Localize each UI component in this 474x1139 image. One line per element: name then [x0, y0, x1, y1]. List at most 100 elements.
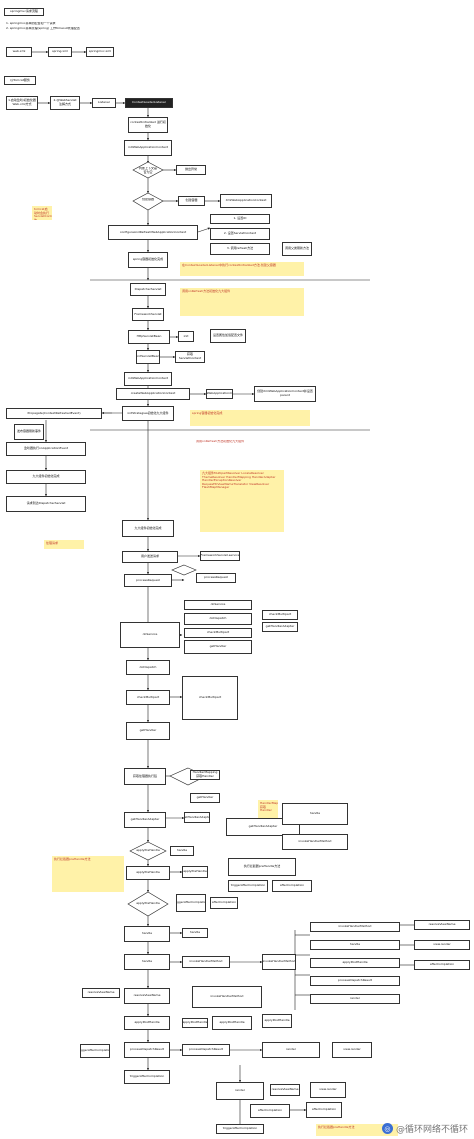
node-invoke-handler-method: invokeHandlerMethod: [262, 954, 296, 970]
node-handle: handle: [124, 926, 170, 942]
node-throw-exception: 抛出异常: [176, 165, 206, 175]
node-apply-default-view-name: resolveViewName: [124, 988, 170, 1004]
note-y8: HandlerMapping获取Handler: [258, 800, 278, 818]
node-process-dispatch-result: processDispatchResult: [124, 1042, 170, 1058]
node-get-servlet-context: 获取ServletContext: [175, 351, 205, 363]
node-return: triggerAfterCompletion: [176, 894, 206, 912]
node-init-web-context: initWebApplicationContext: [124, 140, 172, 156]
note-y1: tomcat启动时会执行ServletContainerInitializer的…: [32, 206, 52, 220]
node-init-b: 2.@WebServlet注解方式: [50, 96, 80, 110]
node-post-handle-call: applyPostHandle: [182, 1018, 208, 1028]
node-apply-post-handle: applyPostHandle: [124, 1016, 170, 1030]
node-do-service-sub-4: getHandler: [184, 640, 252, 654]
node-exception-handler: triggerAfterCompletion: [80, 1044, 110, 1058]
node-final: triggerAfterCompletion: [216, 1124, 264, 1134]
note-y2: 在ContextLoaderListener中执行contextInitiali…: [180, 262, 304, 276]
node-process-request-2: processRequest: [196, 573, 236, 583]
node-create-context: 创建容器: [178, 196, 205, 206]
node-render: render: [216, 1082, 264, 1100]
node-invoke-step-4: processDispatchResult: [310, 976, 400, 986]
node-dispatcher-servlet: DispatcherServlet: [130, 283, 166, 296]
node-left-flow-5: 请求到达DispatcherServlet: [6, 496, 86, 512]
note-y6: 处理请求: [44, 540, 84, 549]
node-create-web-app-context: createWebApplicationContext: [116, 388, 190, 400]
node-support-handle: handle: [182, 928, 208, 938]
node-init-method: init: [178, 331, 194, 342]
node-handle-internal: handle: [124, 954, 170, 970]
node-context-initialized: contextInitialized 进行初始化: [128, 117, 168, 133]
node-trigger-completion: triggerAfterCompletion: [124, 1070, 170, 1084]
node-refresh-done: spring容器初始化完成: [128, 252, 168, 268]
decision-continue: applyPreHandle: [136, 902, 160, 905]
node-locale-context: checkMultipart: [262, 610, 298, 620]
node-xml-web-context: XmlWebApplicationContext: [220, 194, 272, 208]
node-invoke-step-1: invokeHandlerMethod: [310, 922, 400, 932]
node-refresh-note: 调用父类刷新方法: [282, 242, 312, 256]
watermark: ◎ @循环网络不循环: [381, 1122, 468, 1135]
node-invoke-right-2: view.render: [414, 940, 470, 950]
node-http-servlet-bean: HttpServletBean: [128, 330, 170, 344]
node-configure-refresh: configureAndRefreshWebApplicationContext: [108, 225, 198, 240]
note-y3: spring容器初始化完成: [190, 410, 310, 426]
node-left-flow-2: 发布容器刷新事件: [14, 424, 44, 440]
node-step-refresh: 3. 调用refresh方法: [210, 243, 270, 255]
node-springmvc-xml: springmvc.xml: [86, 47, 114, 57]
node-create-ctx-note: 创建XmlWebApplicationContext并设置parent: [254, 386, 316, 402]
node-last-modified: handle: [170, 846, 194, 856]
node-left-flow-4: 九大组件初始化完成: [6, 470, 86, 484]
node-render-view: render: [262, 1042, 320, 1058]
node-step-set-id: 1. 设置ID: [210, 214, 270, 224]
node-pre-handle-call: applyPreHandle: [182, 866, 208, 878]
node-request-attributes: getHandlerAdapter: [262, 622, 298, 632]
node-interceptor-loop: 执行拦截器preHandle方法: [228, 858, 296, 876]
node-step-servlet-context: 2. 设置ServletContext: [210, 228, 270, 240]
node-invoke-step-2: handle: [310, 940, 400, 950]
node-invoke-right-1: resolveViewName: [414, 920, 470, 930]
node-do-dispatch: doDispatch: [126, 660, 170, 675]
node-get-handler: getHandler: [126, 722, 170, 740]
diagram-title: springmvc请求流程: [4, 8, 44, 16]
node-left-flow-3: 监听器执行onApplicationEvent: [6, 442, 86, 456]
node-after-completion-detail: afterCompletion: [306, 1102, 342, 1118]
node-multipart-detail: checkMultipart: [182, 676, 238, 720]
node-handler-execution-chain: 获取处理器执行链: [124, 768, 166, 785]
node-strategies-done: 九大组件初始化完成: [122, 520, 174, 537]
decision-create-context: 创建容器: [141, 198, 154, 201]
note-bottom: 执行拦截器preHandle方法: [316, 1124, 398, 1136]
node-invoke-step-3: applyPostHandle: [310, 958, 400, 968]
node-apply-default-view: resolveViewName: [82, 988, 120, 998]
node-after-completion-call: afterCompletion: [272, 880, 312, 892]
node-resolve-view-name: resolveViewName: [270, 1084, 300, 1096]
node-invoke-step-5: render: [310, 994, 400, 1004]
node-get-handler-adapter: getHandlerAdapter: [124, 812, 166, 828]
node-do-service-sub-2: doDispatch: [184, 613, 252, 625]
watermark-text: @循环网络不循环: [395, 1125, 468, 1135]
node-post-result: applyPostHandle: [262, 1014, 292, 1028]
node-init-servlet-bean: initServletBean: [136, 350, 160, 364]
node-apply-pre-handle: applyPreHandle: [126, 866, 170, 880]
node-do-service: doService: [120, 622, 180, 648]
node-no-handler: HandlerMapping获取Handler: [190, 770, 220, 780]
node-framework-service: FrameworkServlet.service: [200, 551, 240, 561]
node-init-web-app-context: initWebApplicationContext: [124, 372, 172, 386]
node-do-service-sub-1: doService: [184, 600, 252, 610]
note-y4: 调用onRefresh方法初始化九大组件: [180, 288, 304, 316]
decision-check-context: 判断上下文是否为空: [138, 167, 157, 174]
node-adapter-detail-2: invokeHandlerMethod: [282, 834, 348, 850]
node-handler-found: getHandler: [190, 793, 220, 803]
node-framework-servlet: FrameworkServlet: [132, 308, 164, 321]
node-web-xml: web.xml: [6, 47, 32, 57]
node-create-ctx-call: createWebApplicationContext: [206, 389, 233, 399]
node-mav-container: invokeHandlerMethod: [192, 986, 262, 1008]
node-process-request: processRequest: [124, 574, 172, 587]
node-init-d: ContextLoaderListener: [125, 98, 173, 108]
node-do-service-sub-3: checkMultipart: [184, 628, 252, 638]
node-adapter-list: getHandlerAdapter: [226, 818, 300, 836]
node-invoke-right-3: afterCompletion: [414, 960, 470, 970]
node-spring-xml: spring.xml: [48, 47, 72, 57]
node-view-render: view.render: [310, 1082, 346, 1098]
header-note-1: 1. springmvc基本的配置和一个请求: [6, 22, 56, 25]
node-check-multipart: checkMultipart: [126, 690, 170, 705]
node-tomcat: 以Tomcat服务: [4, 76, 36, 85]
